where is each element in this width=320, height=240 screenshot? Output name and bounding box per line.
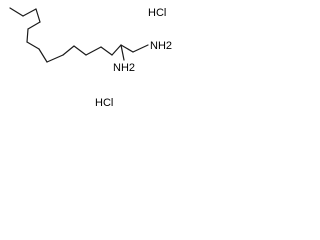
bond — [120, 44, 134, 53]
bond — [22, 8, 37, 17]
bond — [111, 44, 122, 56]
hydrochloride-label-bottom: HCl — [95, 97, 113, 109]
bond — [27, 21, 41, 30]
hydrochloride-label-top: HCl — [148, 7, 166, 19]
amine-terminal-label: NH2 — [150, 40, 172, 52]
chemical-structure: NH2 NH2 HCl HCl — [9, 7, 172, 109]
carbon-chain — [9, 7, 134, 63]
bond — [35, 8, 41, 23]
bond — [62, 45, 75, 56]
bond — [73, 45, 87, 56]
bond — [100, 46, 113, 56]
bond — [26, 41, 40, 50]
bond — [46, 54, 64, 63]
bond-to-internal-amine — [120, 44, 125, 61]
bond — [85, 46, 102, 56]
bond — [9, 7, 24, 17]
bond-to-terminal-amine — [132, 44, 149, 53]
amine-internal-label: NH2 — [113, 62, 135, 74]
bond — [38, 48, 48, 63]
bond — [26, 28, 29, 43]
